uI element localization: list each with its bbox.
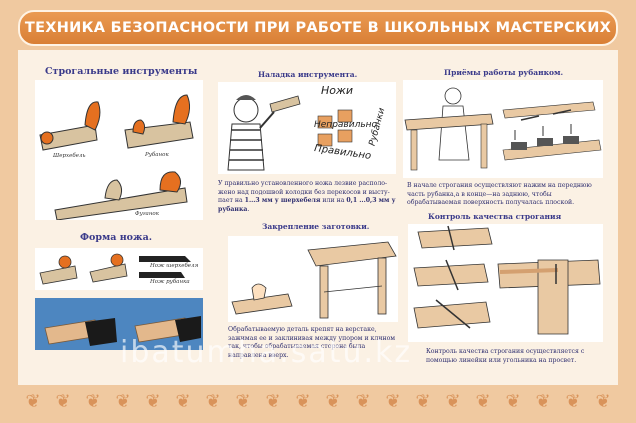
knife-shape-heading: Форма ножа. [80,232,153,243]
knife-photo-box [35,298,203,350]
title-banner: ТЕХНИКА БЕЗОПАСНОСТИ ПРИ РАБОТЕ В ШКОЛЬН… [18,10,618,46]
tool-setup-illustration [227,95,353,171]
caption-fuganok: Фуганок [135,211,160,217]
caption-sherhebel: Шерхебель [53,153,86,159]
caption-rubanok: Рубанок [145,152,169,158]
tool-setup-text-part3: . [247,205,250,213]
tool-setup-box: Ножи Неправильно Правильно Рубанки [218,82,396,174]
planing-tools-box: Шерхебель Рубанок Фуганок [35,80,203,220]
quality-control-text: Контроль качества строгания осуществляет… [426,348,585,364]
label-knives: Ножи [321,84,354,97]
planes-illustration [39,94,194,220]
label-incorrect: Неправильно [314,120,378,130]
quality-control-heading: Контроль качества строгания [428,212,562,221]
knife-shape-box: Нож шерхебеля Нож рубанка [35,248,203,290]
decorative-border: ❦❦❦❦❦❦❦❦❦❦❦❦❦❦❦❦❦❦❦❦ [25,390,611,412]
caption-knife-rubanok: Нож рубанка [150,279,190,285]
tool-setup-text-part1: У правильно установленного ножа лезвие р… [218,180,390,204]
quality-control-box [408,224,603,342]
planing-tools-heading: Строгальные инструменты [45,66,198,77]
caption-knife-sherhebel: Нож шерхебеля [150,263,199,269]
plane-methods-heading: Приёмы работы рубанком. [444,68,564,77]
knife-illustration [39,253,191,285]
tool-setup-text-bold1: 1...3 мм у шерхебеля [244,197,321,204]
watermark: ibatumha.satu.kz [120,335,413,370]
knife-photo-illustration [35,298,203,350]
clamping-heading: Закрепление заготовки. [262,222,370,231]
plane-methods-text: В начале строгания осуществляют нажим на… [407,182,592,206]
tool-setup-text: У правильно установленного ножа лезвие р… [218,180,398,214]
plane-methods-box [403,80,603,178]
poster-title: ТЕХНИКА БЕЗОПАСНОСТИ ПРИ РАБОТЕ В ШКОЛЬН… [24,20,612,36]
tool-setup-heading: Наладка инструмента. [258,70,358,79]
clamping-text: Обрабатываемую деталь крепят на верстаке… [228,326,396,359]
tool-setup-text-bold2: 0,1 ...0,3 мм у рубанка [218,197,396,213]
clamping-box [228,236,398,322]
workbench-illustration [231,241,397,319]
tool-setup-text-part2: или на [320,197,347,204]
quality-control-illustration [413,225,601,335]
plane-methods-illustration [404,87,602,171]
